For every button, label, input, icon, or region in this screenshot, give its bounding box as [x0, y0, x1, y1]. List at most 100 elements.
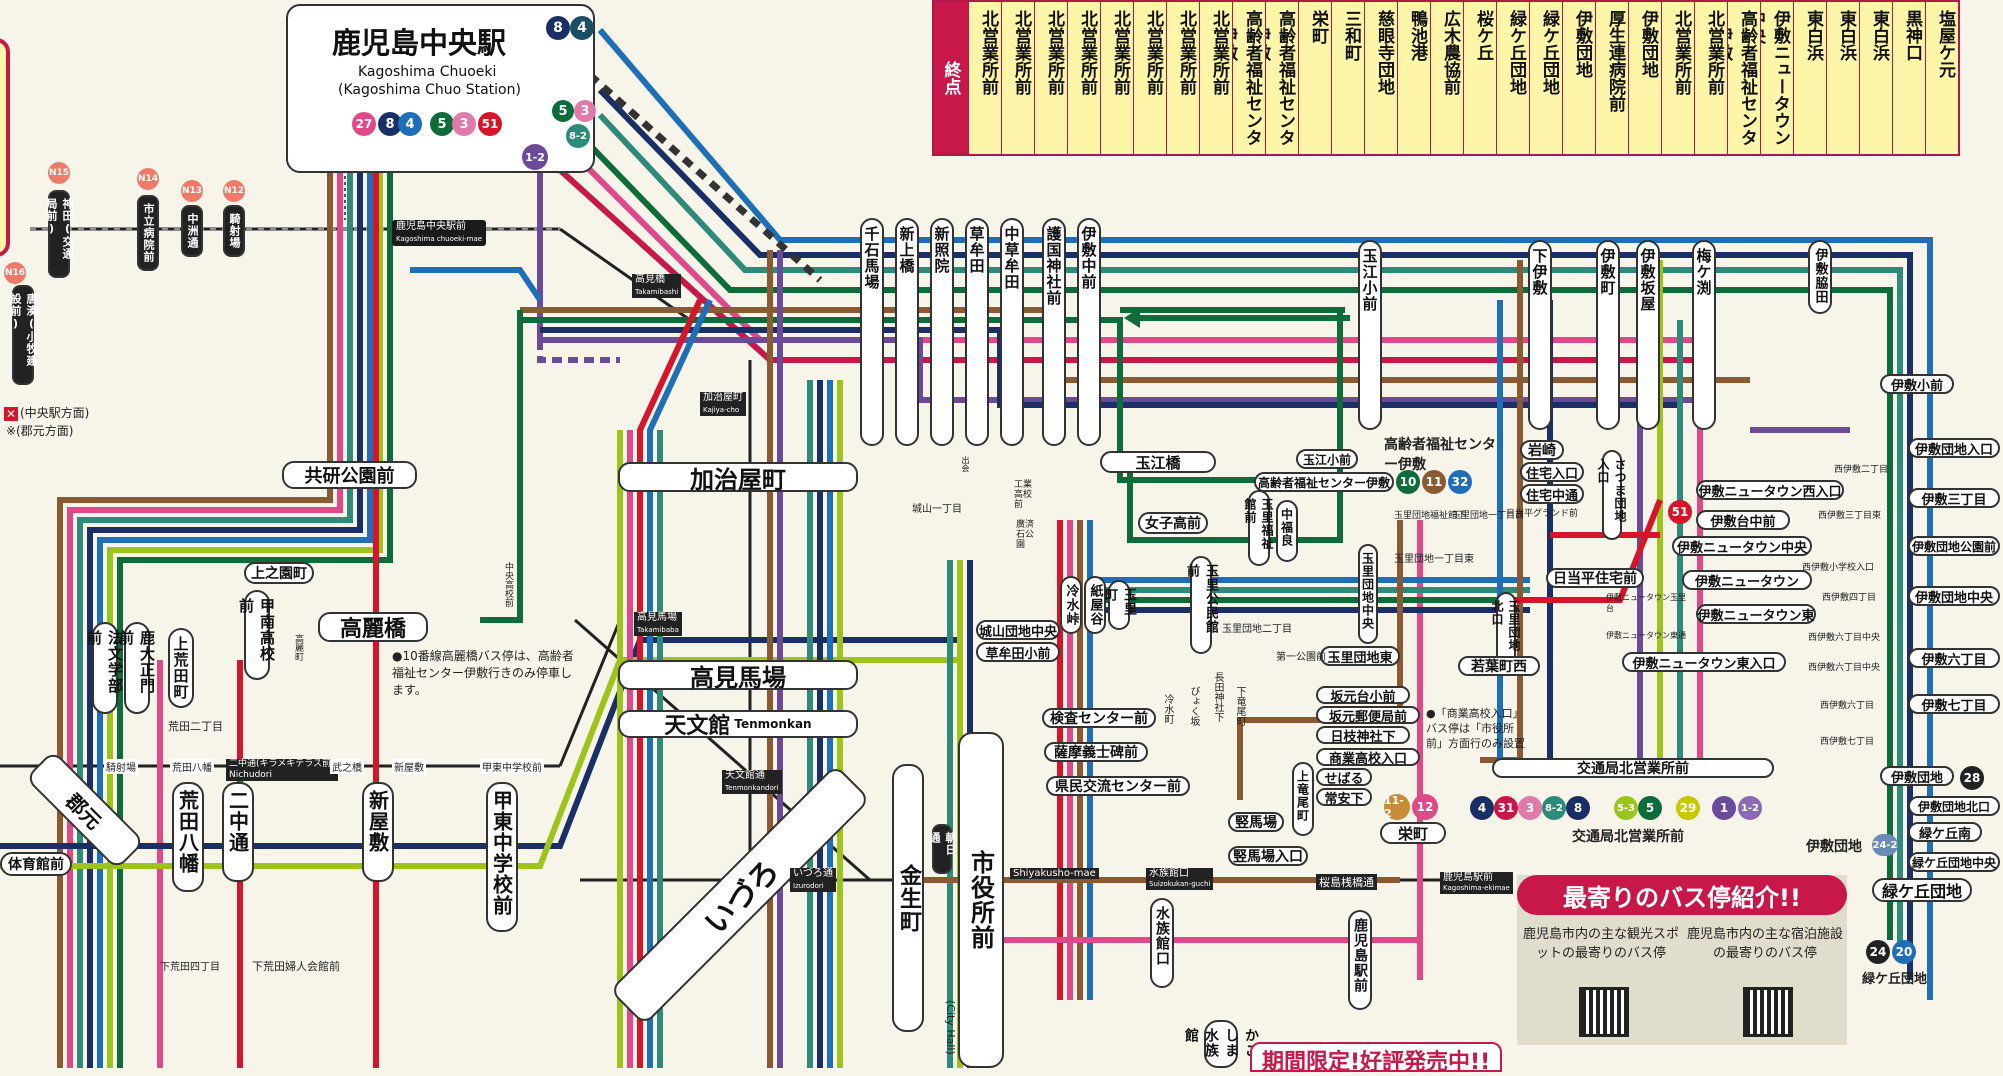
stop-shiroyama-danchi[interactable]: 城山団地中央 [976, 620, 1060, 640]
stop-right[interactable]: 伊敷団地公園前 [1908, 536, 2000, 556]
tram-stop-kagoshima-eki[interactable]: 鹿児島駅前 Kagoshima-ekimae [1440, 872, 1513, 894]
stop-izuro-tram[interactable]: いづろ通 Izurodori [790, 868, 836, 892]
tram-stop[interactable]: 神田(交通局前) [45, 190, 74, 278]
tram-stop[interactable]: 武之橋 [330, 759, 364, 774]
stop-tsuneyasu[interactable]: 常安下 [1316, 788, 1372, 807]
stop-takamibaba-tram[interactable]: 高見馬場 Takamibaba [634, 612, 682, 636]
stop-vertical[interactable]: 玉里福祉館前 [1243, 490, 1274, 566]
stop-ishiki-sho[interactable]: 伊敷小前 [1880, 374, 1954, 394]
stop-vertical[interactable]: 鹿児島駅前 [1348, 910, 1372, 1010]
stop-vertical[interactable]: 新照院 [930, 218, 954, 446]
stop-vertical[interactable]: 上荒田町 [168, 628, 194, 708]
central-station-box[interactable]: 鹿児島中央駅 Kagoshima Chuoeki (Kagoshima Chuo… [286, 4, 595, 173]
stop-sakaemachi[interactable]: 栄町 [1380, 822, 1446, 844]
stop-kita-eigyosho-bar[interactable]: 交通局北営業所前 [1492, 758, 1774, 778]
qr-code-icon[interactable] [1579, 987, 1629, 1037]
stop-vertical[interactable]: 千石馬場 [860, 218, 884, 446]
stop-nt-nishi[interactable]: 伊敷ニュータウン西入口 [1696, 480, 1844, 500]
tram-stop[interactable]: 騎射場 [104, 759, 138, 774]
stop-vertical[interactable]: かごしま水族館 [1183, 1020, 1259, 1068]
stop-vertical[interactable]: 鹿大正門前 [117, 622, 156, 714]
stop-right[interactable]: 伊敷三丁目 [1908, 488, 2000, 508]
stop-hiejinja[interactable]: 日枝神社下 [1316, 726, 1410, 745]
stop-shiyakusho-tram[interactable]: Shiyakusho-mae [1010, 868, 1099, 879]
stop-hinatadaira[interactable]: 日当平住宅前 [1546, 568, 1644, 588]
stop-vertical[interactable]: 伊敷脇田 [1808, 240, 1832, 314]
stop-sakamoto-yubin[interactable]: 坂元郵便局前 [1316, 706, 1420, 725]
stop-iwasaki[interactable]: 岩崎 [1520, 440, 1564, 460]
stop-nt-higashi-iriguchi[interactable]: 伊敷ニュータウン東入口 [1622, 652, 1786, 672]
central-station-stop[interactable]: 鹿児島中央駅前 Kagoshima chuoeki-mae [392, 220, 487, 246]
stop-vertical[interactable]: 新上橋 [895, 218, 919, 446]
stop-shogyo[interactable]: 商業高校入口 [1316, 748, 1420, 767]
stop-shinyashiki[interactable]: 新屋敷 [362, 782, 394, 882]
stop-tatebaba[interactable]: 竪馬場 [1228, 812, 1284, 832]
stop-sebaru[interactable]: せばる [1316, 768, 1372, 787]
stop-vertical[interactable]: 玉里町 [1102, 580, 1136, 630]
stop-vertical[interactable]: 中草牟田 [1000, 218, 1024, 446]
stop-satsumagishi[interactable]: 薩摩義士碑前 [1044, 742, 1148, 762]
tram-stop[interactable]: 騎射場 [223, 205, 245, 257]
stop-sakamoto-sho[interactable]: 坂元台小前 [1316, 686, 1410, 705]
stop-kyoken[interactable]: 共研公園前 [282, 461, 417, 489]
stop-senior-center[interactable]: 高齢者福祉センター伊敷 [1254, 472, 1394, 492]
tram-stop[interactable]: 中洲通 [181, 205, 203, 257]
stop-right[interactable]: 伊敷団地中央 [1908, 586, 2000, 606]
stop-right[interactable]: 伊敷七丁目 [1908, 694, 2000, 714]
stop-vertical[interactable]: 紙屋谷 [1084, 576, 1106, 634]
stop-vertical[interactable]: 冷水峠 [1060, 576, 1082, 634]
stop-tamaesho[interactable]: 玉江小前 [1296, 449, 1358, 469]
stop-shiyakusho[interactable]: 市役所前 [958, 732, 1004, 1068]
stop-joshiko[interactable]: 女子高前 [1138, 512, 1208, 534]
stop-midorigaoka-danchi[interactable]: 緑ケ丘団地 [1872, 878, 1972, 902]
stop-right[interactable]: 伊敷団地北口 [1908, 796, 2000, 816]
stop-koraibashi[interactable]: 高麗橋 [318, 612, 428, 642]
stop-right[interactable]: 伊敷六丁目 [1908, 648, 2000, 668]
stop-nt[interactable]: 伊敷ニュータウン [1682, 570, 1812, 590]
stop-tamazato-higashi[interactable]: 玉里団地東 [1320, 646, 1400, 666]
stop-right[interactable]: 緑ケ丘団地中央 [1908, 852, 2000, 872]
stop-uenosono[interactable]: 上之園町 [244, 562, 314, 584]
tram-stop[interactable]: 荒田八幡 [170, 759, 214, 774]
stop-vertical[interactable]: 玉里団地中央 [1358, 544, 1378, 644]
stop-asahidori[interactable]: 朝日通 [928, 824, 957, 874]
stop-vertical[interactable]: さつま団地入口 [1596, 450, 1627, 540]
tram-stop-nichudori[interactable]: 二中通(キラメキテラス前) Nichudori [226, 759, 338, 781]
stop-vertical[interactable]: 伊敷中前 [1077, 218, 1101, 446]
stop-right[interactable]: 伊敷団地入口 [1908, 438, 2000, 458]
stop-vertical[interactable]: 護国神社前 [1042, 218, 1066, 446]
stop-right[interactable]: 緑ケ丘南 [1908, 822, 1982, 842]
stop-jutaku-iriguchi[interactable]: 住宅入口 [1520, 462, 1584, 482]
qr-code-icon[interactable] [1743, 987, 1793, 1037]
stop-wakaba[interactable]: 若葉町西 [1458, 656, 1540, 676]
tram-stop[interactable]: 唐湊(小牧建設前) [9, 285, 38, 385]
stop-tamaebashi[interactable]: 玉江橋 [1100, 451, 1216, 473]
stop-kajiyacho-tram[interactable]: 加治屋町 Kajiya-cho [700, 392, 746, 416]
stop-vertical[interactable]: 玉里公民館前 [1184, 556, 1218, 654]
stop-kinseicho[interactable]: 金生町 [892, 764, 924, 1032]
stop-jutaku-nakadori[interactable]: 住宅中通 [1520, 484, 1584, 504]
stop-takamibashi[interactable]: 高見橋 Takamibashi [632, 274, 682, 298]
stop-ishikidai[interactable]: 伊敷台中前 [1696, 510, 1790, 530]
stop-kenmin-center[interactable]: 県民交流センター前 [1046, 776, 1190, 796]
tram-stop[interactable]: 甲東中学校前 [480, 759, 544, 774]
stop-vertical[interactable]: 伊敷町 [1596, 240, 1620, 430]
tram-stop-suizokukan[interactable]: 水族館口 Suizokukan-guchi [1146, 868, 1214, 890]
stop-taiikukan[interactable]: 体育館前 [0, 852, 72, 876]
stop-vertical[interactable]: 水族館口 [1150, 898, 1174, 988]
stop-kajiyacho[interactable]: 加治屋町 [618, 462, 858, 494]
stop-right[interactable]: 伊敷団地 [1880, 766, 1954, 786]
stop-nt-higashi[interactable]: 伊敷ニュータウン東 [1696, 604, 1816, 624]
stop-kensa-center[interactable]: 検査センター前 [1042, 708, 1156, 728]
stop-aratahachiman[interactable]: 荒田八幡 [172, 782, 204, 892]
stop-takamibaba[interactable]: 高見馬場 [618, 660, 858, 692]
tram-stop[interactable]: 新屋敷 [392, 759, 426, 774]
stop-tenmonkan-tram[interactable]: 天文館通 Tenmonkandori [722, 770, 782, 794]
stop-nt-chuo[interactable]: 伊敷ニュータウン中央 [1672, 536, 1812, 556]
tram-stop[interactable]: 桜島桟橋通 [1316, 874, 1377, 890]
tram-stop[interactable]: 市立病院前 [137, 195, 159, 271]
stop-nichudori[interactable]: 二中通 [222, 782, 254, 882]
stop-vertical[interactable]: 梅ケ渕 [1692, 240, 1716, 430]
stop-vertical[interactable]: 下伊敷 [1528, 240, 1552, 430]
stop-kotochu[interactable]: 甲東中学校前 [486, 782, 518, 932]
